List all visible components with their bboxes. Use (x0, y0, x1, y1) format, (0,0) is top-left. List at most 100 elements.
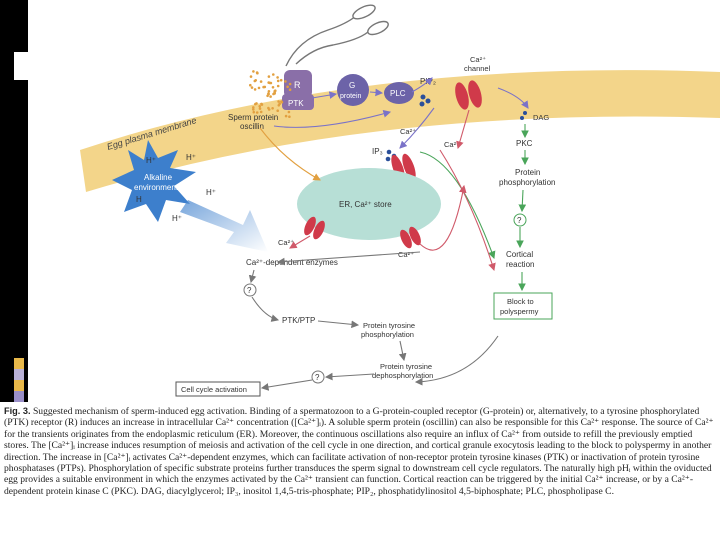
egg-plasma-membrane (80, 70, 720, 192)
protein-phosphorylation-label-2: phosphorylation (499, 178, 555, 187)
h-ion-label: H (136, 195, 142, 204)
oscillin-dot (249, 83, 252, 87)
h-ion-label: H⁺ (172, 214, 182, 223)
ptk-label: PTK (288, 99, 304, 108)
strip-segment (14, 380, 24, 391)
pathway-arrows (248, 77, 529, 391)
oscillin-dot (284, 80, 287, 83)
ptk-ptp-label: PTK/PTP (282, 316, 315, 325)
cortical-reaction-label-2: reaction (506, 260, 534, 269)
oscillin-dot (260, 102, 263, 106)
g-protein-icon (337, 74, 369, 106)
ca-channel-label-1: Ca²⁺ (470, 55, 486, 64)
cell-cycle-activation-label: Cell cycle activation (181, 385, 247, 394)
ca-channel-icon (455, 80, 482, 110)
unknown-step-marker (311, 370, 325, 384)
er-calcium-store (297, 168, 441, 240)
ca-right-label: Ca²⁺ (398, 250, 414, 259)
tyrosine-phosphorylation-label-1: Protein tyrosine (363, 321, 415, 330)
plc-icon (384, 82, 414, 104)
g-protein-label-2: protein (340, 93, 362, 100)
oscillin-dot (259, 80, 263, 83)
receptor-icon (282, 70, 314, 110)
alkaline-label-1: Alkaline (144, 173, 173, 182)
plc-label: PLC (390, 89, 406, 98)
tyrosine-dephosphorylation-label-1: Protein tyrosine (380, 362, 432, 371)
unknown-step-label: ? (517, 216, 522, 225)
pip2-molecule-icon (419, 94, 431, 107)
oscillin-dot (288, 88, 292, 91)
oscillin-dot (259, 110, 263, 114)
slide-decoration-strip (14, 358, 24, 402)
oscillin-dot (253, 88, 257, 91)
unknown-step-marker (243, 283, 257, 297)
oscillin-dot (277, 100, 280, 103)
cortical-reaction-label-1: Cortical (506, 250, 533, 259)
oscillin-dot (271, 107, 274, 110)
oscillin-dot (254, 102, 257, 106)
unknown-step-label: ? (315, 373, 320, 382)
h-ion-label: H⁺ (186, 153, 196, 162)
oscillin-dot (288, 115, 291, 118)
oscillin-dot (276, 79, 280, 83)
alkaline-pointer-arrow (180, 200, 268, 252)
oscillin-dot (254, 79, 257, 82)
oscillin-dot (255, 111, 259, 114)
block-to-polyspermy-label-2: polyspermy (500, 307, 539, 316)
oscillin-dot (268, 81, 272, 85)
strip-segment (14, 358, 24, 369)
oscillin-dot (269, 95, 272, 98)
oscillin-dot (276, 76, 279, 79)
oscillin-dot (252, 108, 255, 111)
sperm-icon (285, 4, 389, 67)
oscillin-dot (267, 90, 271, 93)
pkc-label: PKC (516, 139, 533, 148)
block-to-polyspermy-label-1: Block to (507, 297, 534, 306)
protein-phosphorylation-label-1: Protein (515, 168, 540, 177)
oscillin-dot (255, 71, 259, 74)
sperm-protein-oscillin-dots (249, 70, 292, 118)
oscillin-dot (252, 70, 255, 73)
strip-segment (14, 369, 24, 380)
oscillin-dot (267, 108, 271, 111)
oscillin-dot (287, 110, 291, 114)
ca-dependent-enzymes-label: Ca²⁺-dependent enzymes (246, 258, 338, 267)
figure-caption: Fig. 3. Suggested mechanism of sperm-ind… (0, 402, 720, 540)
cell-cycle-activation-box (175, 381, 261, 397)
oscillin-dot (267, 75, 271, 78)
unknown-step-label: ? (247, 286, 252, 295)
oscillin-dot (280, 100, 283, 103)
oscillin-dot (286, 85, 289, 89)
h-ion-label: H⁺ (146, 156, 156, 165)
oscillin-dot (288, 82, 292, 86)
unknown-step-marker (513, 213, 527, 227)
oscillin-label-1: Sperm protein (228, 113, 278, 122)
egg-activation-diagram: Egg plasma membrane R PTK G protein PLC … (80, 4, 720, 397)
dag-molecule-icon (520, 111, 527, 120)
figure-area: Egg plasma membrane R PTK G protein PLC … (28, 0, 720, 402)
g-protein-label-1: G (349, 81, 355, 90)
ca-label-channel: Ca²⁺ (444, 140, 460, 149)
oscillin-dot (258, 105, 261, 108)
oscillin-dot (257, 86, 261, 90)
ip3-label: IP₃ (372, 147, 383, 156)
slide-decoration-bar (14, 52, 28, 80)
oscillin-dot (276, 84, 280, 88)
oscillin-dot (272, 73, 275, 76)
alkaline-label-2: environment (134, 183, 179, 192)
oscillin-dot (284, 114, 288, 118)
er-release-channel-left-icon (304, 216, 325, 240)
oscillin-dot (258, 107, 262, 110)
er-release-channel-right-icon (400, 226, 421, 249)
figure-caption-text: Suggested mechanism of sperm-induced egg… (4, 406, 714, 497)
oscillin-dot (276, 109, 279, 112)
dag-label: DAG (533, 113, 549, 122)
oscillin-dot (267, 92, 270, 95)
ca-label-mid: Ca²⁺ (400, 127, 416, 136)
oscillin-dot (262, 85, 265, 89)
strip-segment (14, 391, 24, 402)
er-label: ER, Ca²⁺ store (339, 200, 392, 209)
h-ion-label: H⁺ (206, 188, 216, 197)
tyrosine-dephosphorylation-label-2: dephosphorylation (372, 371, 433, 380)
oscillin-dot (266, 94, 269, 98)
